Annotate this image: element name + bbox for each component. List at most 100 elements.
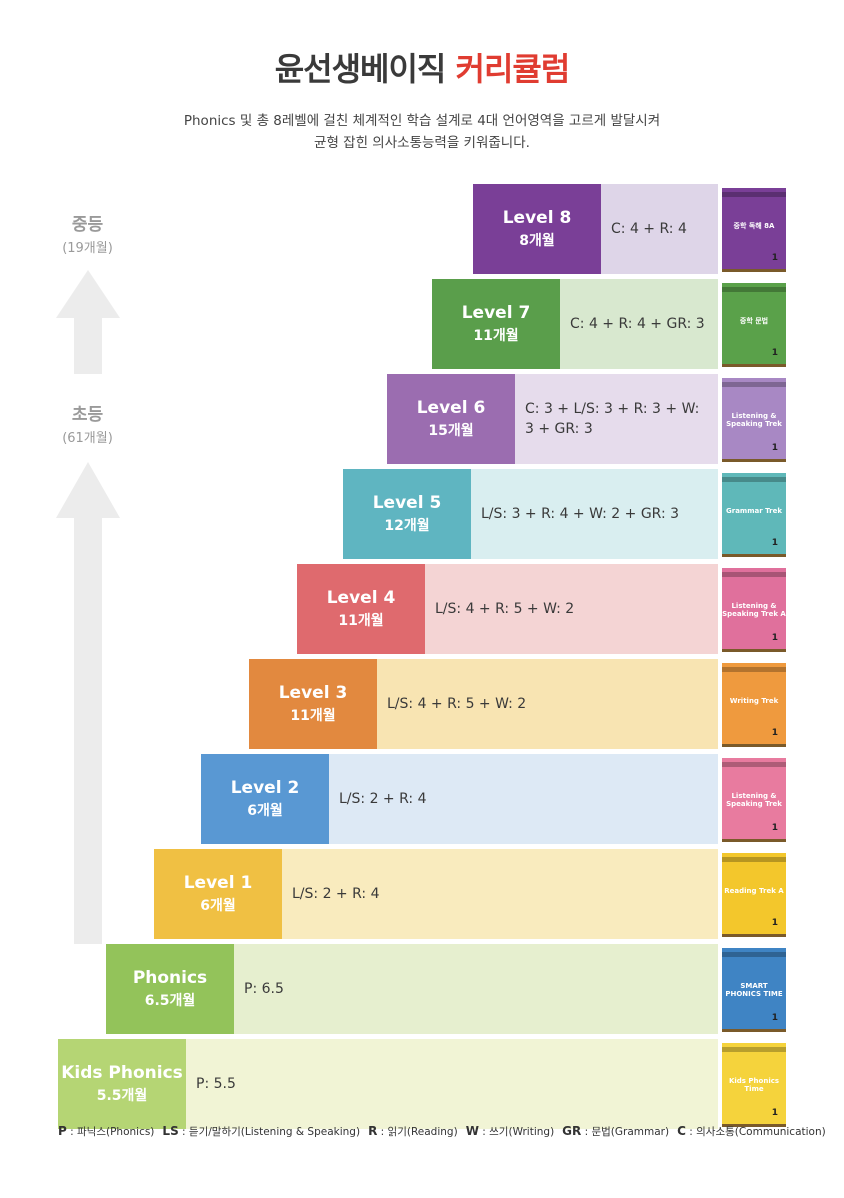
level-composition: L/S: 2 + R: 4 xyxy=(329,754,718,844)
level-duration: 12개월 xyxy=(384,518,430,534)
book-header-band xyxy=(722,192,786,197)
level-composition: L/S: 4 + R: 5 + W: 2 xyxy=(377,659,718,749)
book-number: 1 xyxy=(771,348,778,358)
book-header-band xyxy=(722,572,786,577)
book-cover-image: Writing Trek 1 xyxy=(722,663,786,747)
level-composition: L/S: 2 + R: 4 xyxy=(282,849,718,939)
book-title: 중학 문법 xyxy=(739,317,769,325)
page-title: 윤선생베이직 커리큘럼 xyxy=(0,44,844,90)
legend-item: P : 파닉스(Phonics) xyxy=(58,1124,155,1138)
level-duration: 6.5개월 xyxy=(144,993,196,1009)
level-row: Level 5 12개월 L/S: 3 + R: 4 + W: 2 + GR: 3 G… xyxy=(0,469,844,559)
book-number: 1 xyxy=(771,253,778,263)
legend-text: : 파닉스(Phonics) xyxy=(66,1126,155,1138)
book-cover-image: 중학 문법 1 xyxy=(722,283,786,367)
level-block: Kids Phonics 5.5개월 xyxy=(58,1039,186,1129)
book-title: Listening & Speaking Trek A xyxy=(722,602,786,618)
legend-item: LS : 듣기/말하기(Listening & Speaking) xyxy=(162,1124,360,1138)
book-cover-image: Listening & Speaking Trek 1 xyxy=(722,758,786,842)
legend-text: : 읽기(Reading) xyxy=(377,1126,458,1138)
legend-text: : 문법(Grammar) xyxy=(581,1126,670,1138)
book-cover-image: Listening & Speaking Trek 1 xyxy=(722,378,786,462)
subtitle-line-2: 균형 잡힌 의사소통능력을 키워줍니다. xyxy=(314,135,530,151)
level-name: Level 3 xyxy=(278,683,348,703)
level-name: Level 8 xyxy=(502,208,572,228)
book-header-band xyxy=(722,382,786,387)
book-title: Grammar Trek xyxy=(726,507,782,515)
legend-key: GR xyxy=(562,1124,582,1138)
level-name: Phonics xyxy=(132,968,208,988)
book-cover-image: Reading Trek A 1 xyxy=(722,853,786,937)
level-name: Kids Phonics xyxy=(61,1063,183,1083)
level-duration: 5.5개월 xyxy=(96,1088,148,1104)
stage-label-middle-school: 중등 (19개월) xyxy=(40,210,135,256)
level-composition: C: 3 + L/S: 3 + R: 3 + W: 3 + GR: 3 xyxy=(515,374,718,464)
level-name: Level 1 xyxy=(183,873,253,893)
book-title: Writing Trek xyxy=(729,697,779,705)
legend-text: : 의사소통(Communication) xyxy=(685,1126,826,1138)
book-header-band xyxy=(722,667,786,672)
level-block: Level 8 8개월 xyxy=(473,184,601,274)
legend-key: LS xyxy=(162,1124,179,1138)
level-composition: P: 6.5 xyxy=(234,944,718,1034)
stage-label-elementary: 초등 (61개월) xyxy=(40,400,135,446)
book-header-band xyxy=(722,857,786,862)
legend-key: W xyxy=(465,1124,479,1138)
level-duration: 6개월 xyxy=(247,803,283,819)
legend-key: R xyxy=(368,1124,378,1138)
book-cover-image: SMART PHONICS TIME 1 xyxy=(722,948,786,1032)
level-name: Level 5 xyxy=(372,493,442,513)
arrow-up-icon xyxy=(56,270,120,374)
book-number: 1 xyxy=(771,1108,778,1118)
stage-name: 중등 xyxy=(71,215,104,235)
legend-item: GR : 문법(Grammar) xyxy=(562,1124,670,1138)
level-row: Phonics 6.5개월 P: 6.5 SMART PHONICS TIME 1 xyxy=(0,944,844,1034)
level-block: Level 5 12개월 xyxy=(343,469,471,559)
book-header-band xyxy=(722,952,786,957)
legend-item: C : 의사소통(Communication) xyxy=(677,1124,826,1138)
book-number: 1 xyxy=(771,633,778,643)
level-composition: L/S: 3 + R: 4 + W: 2 + GR: 3 xyxy=(471,469,718,559)
book-title: SMART PHONICS TIME xyxy=(725,982,783,998)
level-duration: 15개월 xyxy=(428,423,474,439)
level-composition: C: 4 + R: 4 + GR: 3 xyxy=(560,279,718,369)
level-block: Phonics 6.5개월 xyxy=(106,944,234,1034)
stage-name: 초등 xyxy=(71,405,104,425)
title-main: 윤선생베이직 xyxy=(274,50,447,88)
book-number: 1 xyxy=(771,823,778,833)
book-number: 1 xyxy=(771,728,778,738)
legend-item: W : 쓰기(Writing) xyxy=(465,1124,555,1138)
book-number: 1 xyxy=(771,443,778,453)
book-number: 1 xyxy=(771,538,778,548)
book-header-band xyxy=(722,762,786,767)
legend-text: : 쓰기(Writing) xyxy=(478,1126,555,1138)
book-title: Listening & Speaking Trek xyxy=(726,412,782,428)
level-block: Level 2 6개월 xyxy=(201,754,329,844)
level-duration: 8개월 xyxy=(519,233,555,249)
book-header-band xyxy=(722,477,786,482)
level-name: Level 2 xyxy=(230,778,300,798)
book-number: 1 xyxy=(771,1013,778,1023)
stage-duration: (19개월) xyxy=(62,241,113,256)
book-number: 1 xyxy=(771,918,778,928)
book-title: Reading Trek A xyxy=(724,887,784,895)
book-header-band xyxy=(722,1047,786,1052)
book-title: Listening & Speaking Trek xyxy=(726,792,782,808)
level-duration: 11개월 xyxy=(473,328,519,344)
subtitle: Phonics 및 총 8레벨에 걸친 체계적인 학습 설계로 4대 언어영역을… xyxy=(0,110,844,154)
legend-key: P xyxy=(58,1124,67,1138)
